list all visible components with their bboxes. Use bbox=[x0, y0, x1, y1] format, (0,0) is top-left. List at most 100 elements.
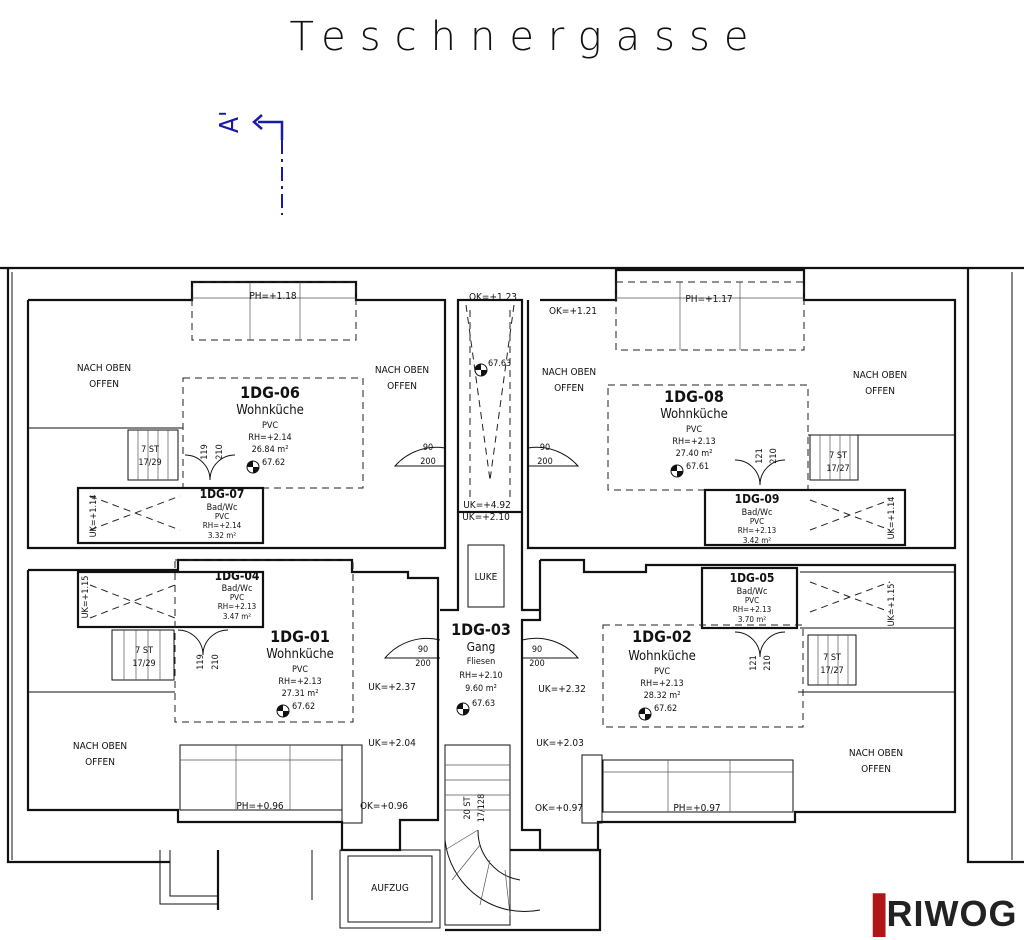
stair-steps: 20 ST bbox=[463, 796, 473, 819]
level-markers bbox=[246, 363, 684, 721]
open-above-line1: NACH OBEN bbox=[375, 365, 429, 376]
room-rh: RH=+2.10 bbox=[459, 671, 502, 681]
stair-ratio: 17/29 bbox=[138, 458, 161, 468]
stair-steps: 7 ST bbox=[141, 445, 159, 455]
room-1dg-04: 1DG-04 Bad/Wc PVC RH=+2.13 3.47 m² bbox=[215, 569, 260, 621]
room-floor: PVC bbox=[750, 517, 764, 526]
lower-edge-height: UK=+2.04 bbox=[368, 738, 416, 749]
room-area: 3.47 m² bbox=[223, 612, 251, 621]
open-above-line1: NACH OBEN bbox=[853, 370, 907, 381]
room-floor: PVC bbox=[292, 665, 308, 675]
open-above-line2: OFFEN bbox=[554, 383, 584, 394]
stair-steps: 7 ST bbox=[135, 646, 153, 656]
room-floor: Fliesen bbox=[467, 657, 495, 667]
lower-edge-height: UK=+1.15 bbox=[887, 584, 897, 627]
room-1dg-02: 1DG-02 Wohnküche PVC RH=+2.13 28.32 m² 6… bbox=[628, 627, 696, 714]
room-name: Wohnküche bbox=[660, 407, 728, 422]
stair-steps: 7 ST bbox=[829, 451, 847, 461]
elevator-label: AUFZUG bbox=[371, 883, 409, 894]
room-name: Bad/Wc bbox=[222, 584, 253, 594]
room-level: 67.62 bbox=[292, 702, 315, 712]
room-1dg-01: 1DG-01 Wohnküche PVC RH=+2.13 27.31 m² 6… bbox=[266, 627, 334, 712]
room-rh: RH=+2.13 bbox=[672, 437, 715, 447]
door-height: 200 bbox=[415, 659, 430, 669]
door-width: 119 bbox=[196, 654, 206, 669]
lower-edge-height: UK=+2.03 bbox=[536, 738, 584, 749]
lower-edge-height: UK=+2.10 bbox=[462, 512, 510, 523]
room-floor: PVC bbox=[745, 596, 759, 605]
room-floor: PVC bbox=[686, 425, 702, 435]
room-id: 1DG-06 bbox=[240, 383, 300, 402]
door-width: 90 bbox=[540, 443, 550, 453]
open-above-line2: OFFEN bbox=[85, 757, 115, 768]
parapet-height: PH=+0.97 bbox=[673, 803, 720, 814]
room-id: 1DG-07 bbox=[200, 487, 245, 501]
door-height: 210 bbox=[215, 444, 225, 459]
room-1dg-07: 1DG-07 Bad/Wc PVC RH=+2.14 3.32 m² bbox=[200, 487, 245, 540]
room-rh: RH=+2.13 bbox=[218, 602, 257, 611]
room-name: Bad/Wc bbox=[737, 587, 768, 597]
door-height: 200 bbox=[420, 457, 435, 467]
room-id: 1DG-01 bbox=[270, 627, 330, 646]
door-height: 210 bbox=[769, 448, 779, 463]
room-floor: PVC bbox=[215, 512, 229, 521]
lower-edge-height: UK=+1.15 bbox=[81, 576, 91, 619]
lower-edge-height: UK=+2.32 bbox=[538, 684, 586, 695]
room-name: Wohnküche bbox=[628, 649, 696, 664]
room-rh: RH=+2.13 bbox=[733, 605, 772, 614]
stair-ratio: 17/27 bbox=[826, 464, 849, 474]
parapet-height: PH=+0.96 bbox=[236, 801, 284, 812]
door-height: 210 bbox=[211, 654, 221, 669]
room-area: 9.60 m² bbox=[465, 684, 497, 694]
room-1dg-08: 1DG-08 Wohnküche PVC RH=+2.13 27.40 m² 6… bbox=[660, 387, 728, 472]
room-area: 3.70 m² bbox=[738, 615, 766, 624]
room-floor: PVC bbox=[230, 593, 244, 602]
door-height: 200 bbox=[529, 659, 544, 669]
room-level: 67.62 bbox=[654, 704, 677, 714]
room-name: Gang bbox=[467, 640, 496, 654]
room-rh: RH=+2.14 bbox=[248, 433, 291, 443]
room-floor: PVC bbox=[262, 421, 278, 431]
top-edge-height: OK=+0.96 bbox=[360, 801, 408, 812]
section-marker: A' bbox=[215, 111, 284, 215]
room-1dg-09: 1DG-09 Bad/Wc PVC RH=+2.13 3.42 m² bbox=[735, 492, 780, 545]
room-level: 67.61 bbox=[686, 462, 709, 472]
room-id: 1DG-09 bbox=[735, 492, 780, 506]
door-width: 90 bbox=[532, 645, 542, 655]
unit-1dg-02-walls bbox=[520, 558, 957, 852]
lower-edge-height: UK=+1.14 bbox=[887, 497, 897, 540]
open-above-line2: OFFEN bbox=[89, 379, 119, 390]
open-above-line1: NACH OBEN bbox=[849, 748, 903, 759]
open-above-line2: OFFEN bbox=[861, 764, 891, 775]
room-name: Wohnküche bbox=[236, 403, 304, 418]
room-name: Bad/Wc bbox=[207, 503, 238, 513]
top-edge-height: OK=+0.97 bbox=[535, 803, 583, 814]
open-above-line1: NACH OBEN bbox=[77, 363, 131, 374]
room-id: 1DG-05 bbox=[730, 571, 775, 585]
top-edge-height: OK=+1.21 bbox=[549, 306, 597, 317]
parapet-height: PH=+1.17 bbox=[685, 294, 732, 305]
parapet-height: PH=+1.18 bbox=[249, 291, 297, 302]
room-1dg-05: 1DG-05 Bad/Wc PVC RH=+2.13 3.70 m² bbox=[730, 571, 775, 624]
stair-steps: 7 ST bbox=[823, 653, 841, 663]
room-area: 3.42 m² bbox=[743, 536, 771, 545]
open-above-line2: OFFEN bbox=[387, 381, 417, 392]
unit-1dg-08-walls bbox=[526, 268, 957, 550]
stair-labels: 7 ST 17/29 7 ST 17/27 7 ST 17/29 7 ST 17… bbox=[132, 445, 849, 822]
stair-ratio: 17/29 bbox=[132, 659, 155, 669]
room-name: Bad/Wc bbox=[742, 508, 773, 518]
door-width: 121 bbox=[755, 448, 765, 463]
lower-edge-height: UK=+4.92 bbox=[463, 500, 511, 511]
room-area: 3.32 m² bbox=[208, 531, 236, 540]
room-name: Wohnküche bbox=[266, 647, 334, 662]
room-1dg-03: 1DG-03 Gang Fliesen RH=+2.10 9.60 m² 67.… bbox=[451, 620, 511, 709]
room-area: 27.31 m² bbox=[282, 689, 319, 699]
brand-logo: ▐RIWOG bbox=[860, 893, 1018, 934]
door-width: 119 bbox=[200, 444, 210, 459]
open-above-line1: NACH OBEN bbox=[73, 741, 127, 752]
door-dimensions: 90 200 90 200 90 200 90 200 119 210 121 … bbox=[196, 443, 779, 671]
open-above-line2: OFFEN bbox=[865, 386, 895, 397]
room-id: 1DG-03 bbox=[451, 620, 511, 639]
room-id: 1DG-08 bbox=[664, 387, 724, 406]
